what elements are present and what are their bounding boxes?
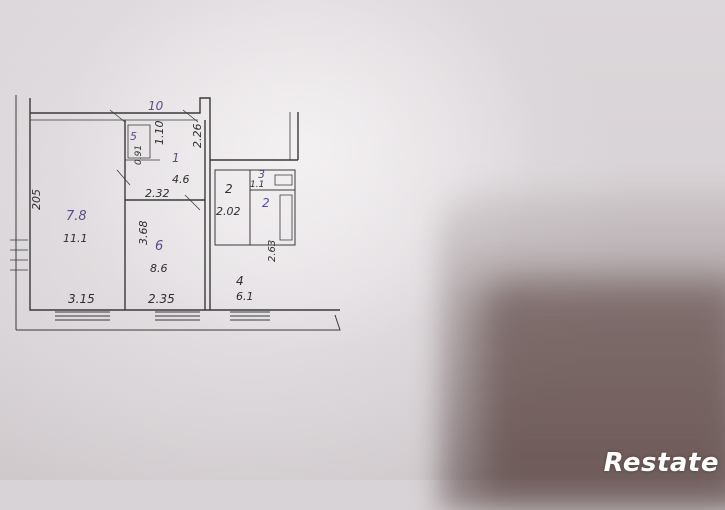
living-room-number: 7.8 bbox=[66, 209, 87, 224]
living-room-area: 11.1 bbox=[63, 232, 88, 245]
bedroom-number: 6 bbox=[155, 239, 163, 254]
floor-plan: 7.8 6 1 5 3 10 2 11.1 3.15 8.6 2.35 4.6 … bbox=[10, 95, 341, 331]
camera-shadow-core bbox=[480, 280, 725, 500]
top-width-label: 10 bbox=[148, 99, 164, 113]
wc-number: 3 bbox=[258, 168, 265, 181]
bedroom-area: 8.6 bbox=[150, 262, 168, 275]
kitchen-area: 6.1 bbox=[236, 290, 254, 303]
corridor-number: 1 bbox=[172, 151, 180, 165]
kitchen-number: 4 bbox=[236, 274, 244, 288]
closet-dim: 0.91 bbox=[134, 145, 144, 165]
living-room-width: 3.15 bbox=[68, 292, 95, 306]
corridor-dim1: 1.10 bbox=[153, 121, 166, 146]
camera-shadow bbox=[440, 190, 725, 510]
outer-wall bbox=[29, 98, 340, 311]
corridor-dim3: 2.32 bbox=[145, 187, 170, 200]
kitchen-note-dim: 2.63 bbox=[267, 240, 278, 262]
corridor-dim2: 2.26 bbox=[191, 124, 204, 149]
closet-number: 5 bbox=[130, 130, 137, 143]
kitchen-note-number: 2 bbox=[262, 196, 270, 210]
bathroom-dim: 2.02 bbox=[216, 205, 241, 218]
bedroom-height: 3.68 bbox=[137, 221, 150, 246]
restate-watermark: Restate bbox=[603, 448, 719, 478]
bedroom-width: 2.35 bbox=[148, 292, 175, 306]
left-height-label: 205 bbox=[30, 189, 43, 210]
corridor-area: 4.6 bbox=[172, 173, 190, 186]
wc-dim: 1.1 bbox=[250, 180, 264, 190]
bathroom-number: 2 bbox=[225, 182, 233, 196]
